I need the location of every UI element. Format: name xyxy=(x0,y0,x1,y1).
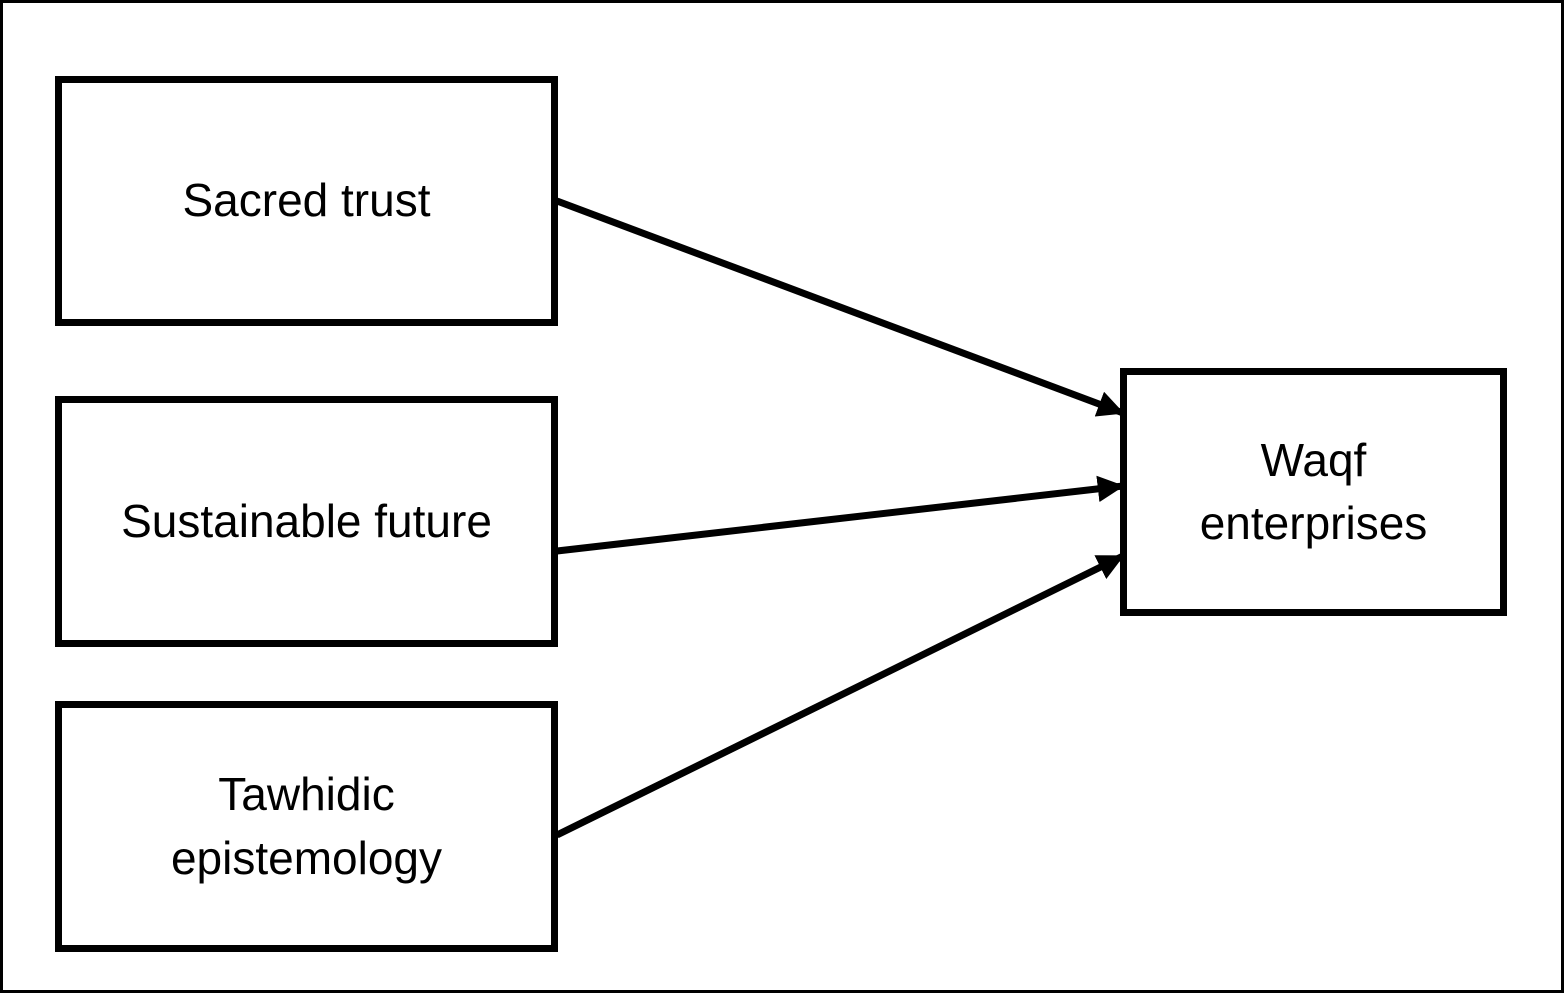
node-label-line-2: enterprises xyxy=(1199,497,1428,549)
arrow-sustainable-future-to-waqf xyxy=(556,475,1125,555)
node-label-line-1: Tawhidic xyxy=(218,768,395,821)
node-label-line-2: epistemology xyxy=(170,831,443,884)
arrow-tawhidic-epistemology-to-waqf xyxy=(555,552,1125,839)
node-sustainable-future: Sustainable future xyxy=(55,396,558,647)
node-label: Sustainable future xyxy=(121,494,492,547)
node-tawhidic-epistemology: Tawhidic epistemology xyxy=(55,701,558,952)
node-sacred-trust: Sacred trust xyxy=(55,76,558,326)
node-label: Sacred trust xyxy=(182,174,431,227)
node-label-line-1: Waqf xyxy=(1260,433,1367,486)
node-waqf-enterprises: Waqf enterprises xyxy=(1120,368,1507,616)
arrow-sacred-trust-to-waqf xyxy=(555,197,1125,417)
